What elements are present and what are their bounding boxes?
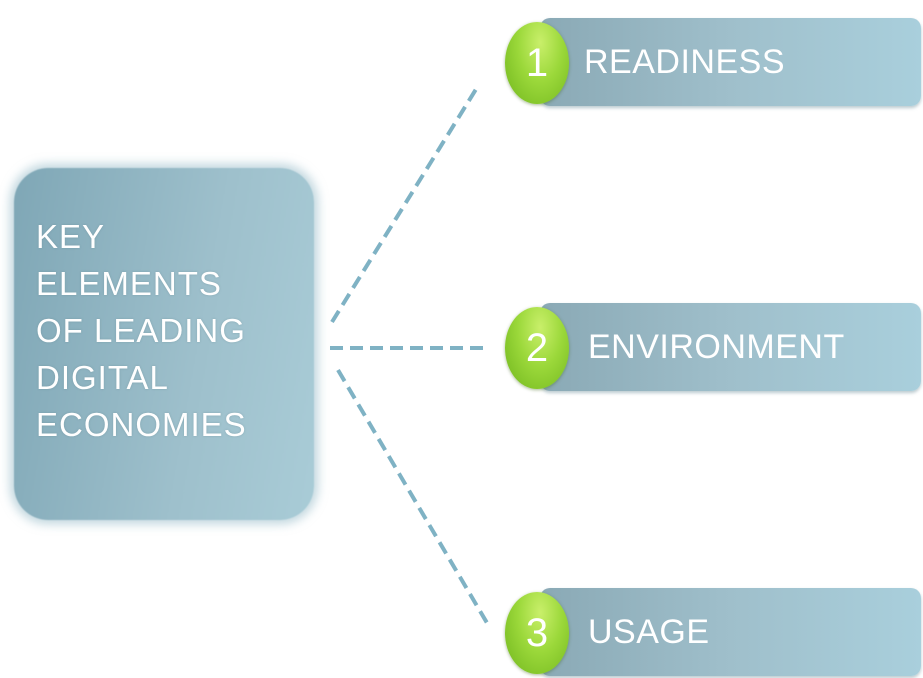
item-number-badge-3: 3 — [505, 592, 569, 674]
item-label-readiness: READINESS — [584, 43, 785, 81]
connector-to-usage — [336, 368, 492, 630]
central-topic-box — [14, 168, 314, 520]
item-bar-environment — [540, 303, 921, 391]
connector-to-readiness — [330, 84, 480, 324]
item-bar-readiness — [540, 18, 921, 106]
central-topic-text: KEY ELEMENTS OF LEADING DIGITAL ECONOMIE… — [36, 218, 247, 443]
item-number-badge-1: 1 — [505, 22, 569, 104]
item-label-environment: ENVIRONMENT — [588, 328, 845, 366]
item-bar-usage — [540, 588, 921, 676]
item-number-badge-2: 2 — [505, 307, 569, 389]
item-label-usage: USAGE — [588, 613, 710, 651]
